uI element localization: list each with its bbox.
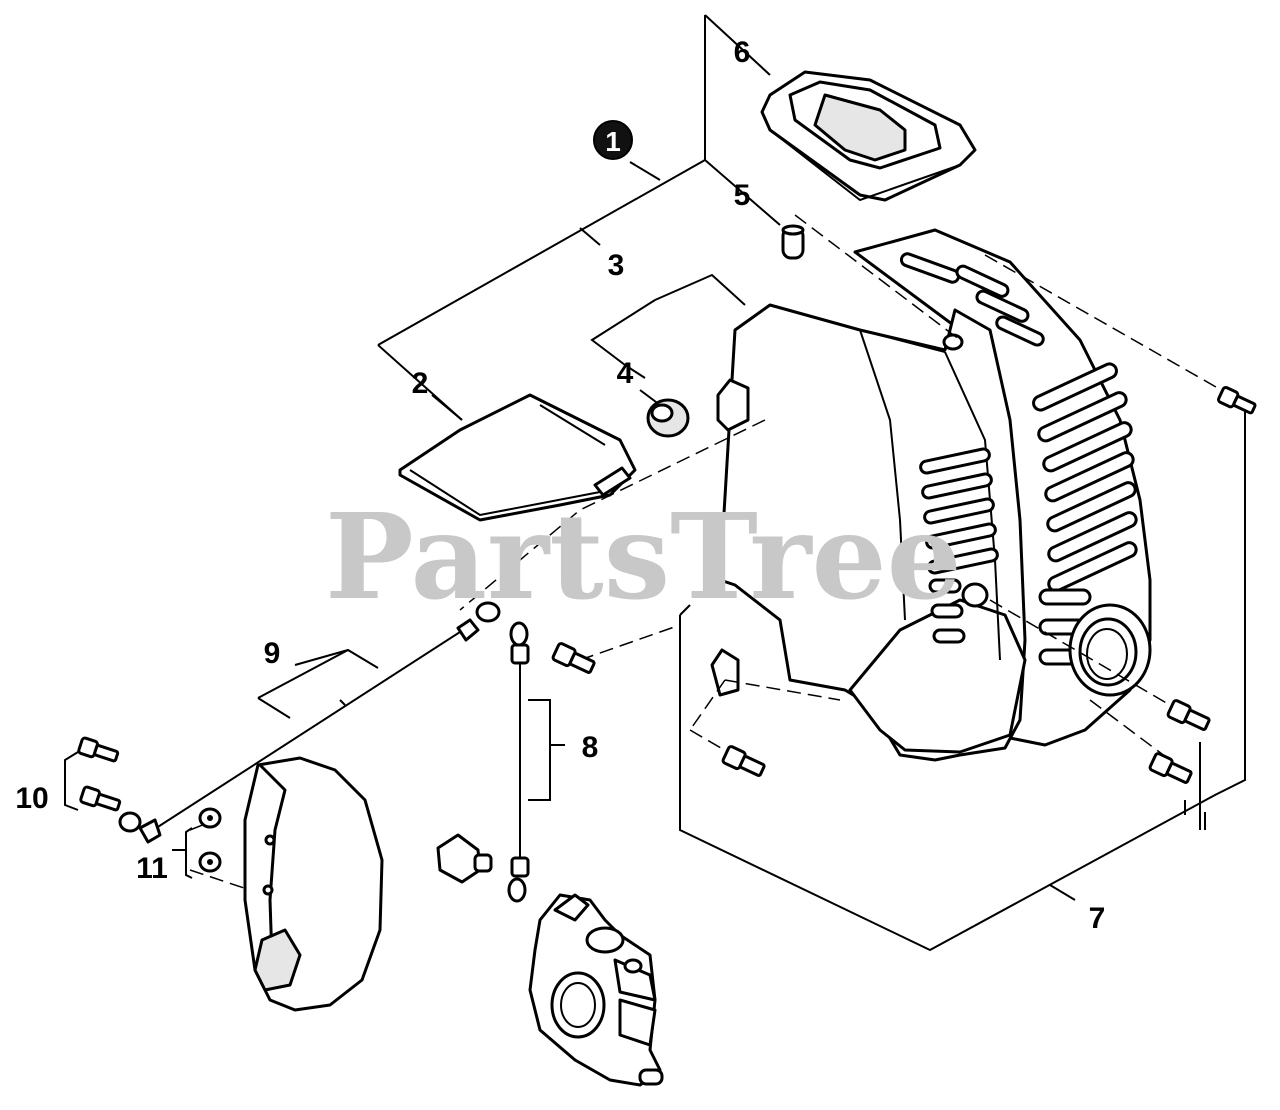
callout-5: 5: [734, 179, 751, 212]
fitting: [436, 833, 493, 884]
assembly-marker-label: 1: [605, 126, 621, 157]
bolt-10b: [79, 785, 122, 812]
bolt-mid-left: [551, 642, 596, 674]
callout-3: 3: [608, 249, 625, 282]
alignment-dashes: [189, 214, 1231, 891]
callout-4: 4: [617, 357, 634, 390]
bolt-top-right: [1217, 386, 1257, 415]
grommet-part4: [646, 398, 690, 438]
washers-part11: [198, 807, 222, 873]
callout-7: 7: [1089, 902, 1106, 935]
callout-8: 8: [582, 731, 599, 764]
carburetor: [528, 893, 664, 1087]
callout-10: 10: [15, 782, 48, 815]
callout-9: 9: [264, 637, 281, 670]
callout-2: 2: [412, 367, 429, 400]
watermark: PartsTree: [325, 487, 962, 626]
engine-cover: [710, 228, 1152, 762]
shroud-fins: [899, 252, 1138, 666]
rod-part8: [507, 621, 530, 903]
rod-part9: [118, 601, 501, 844]
callout-6: 6: [734, 36, 751, 69]
bolt-lower: [721, 745, 766, 777]
engine-bracket: [243, 756, 384, 1012]
leader-lines: [64, 14, 1246, 952]
bolts: [77, 386, 1257, 812]
filter-cover-part6: [760, 70, 977, 202]
pin-part5: [781, 224, 805, 260]
bolt-right-2: [1148, 752, 1193, 784]
cover-vents: [919, 447, 999, 644]
assembly-marker: 1: [593, 120, 633, 160]
bolt-right-1: [1166, 699, 1211, 731]
callout-11: 11: [136, 852, 168, 885]
bolt-10a: [77, 736, 120, 763]
filter-plate-part2: [398, 393, 637, 522]
